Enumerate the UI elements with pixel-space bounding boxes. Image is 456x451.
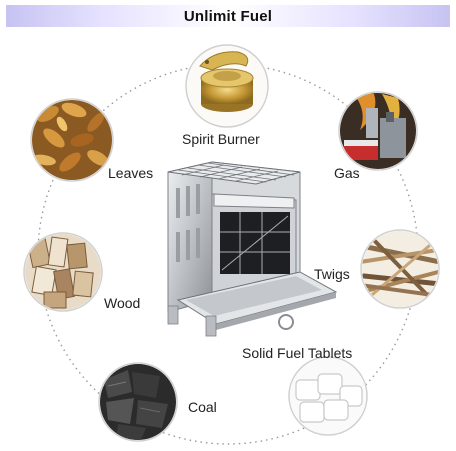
label-coal: Coal [188,399,217,415]
label-twigs: Twigs [314,266,350,282]
leaves-icon [30,98,114,182]
gas-canister-icon [338,91,418,171]
label-wood: Wood [104,295,141,311]
banner-title: Unlimit Fuel [183,8,273,25]
header-banner: Unlimit Fuel [6,5,450,27]
label-leaves: Leaves [108,165,154,181]
label-spirit-burner: Spirit Burner [182,131,260,147]
spirit-burner-icon [185,44,269,128]
label-solid-fuel-tablets: Solid Fuel Tablets [242,345,353,361]
folding-stove-icon [167,161,338,337]
coal-icon [98,362,178,442]
wood-icon [23,232,103,312]
twigs-icon [360,229,440,309]
label-gas: Gas [334,165,360,181]
solid-fuel-tablets-icon [288,356,368,436]
